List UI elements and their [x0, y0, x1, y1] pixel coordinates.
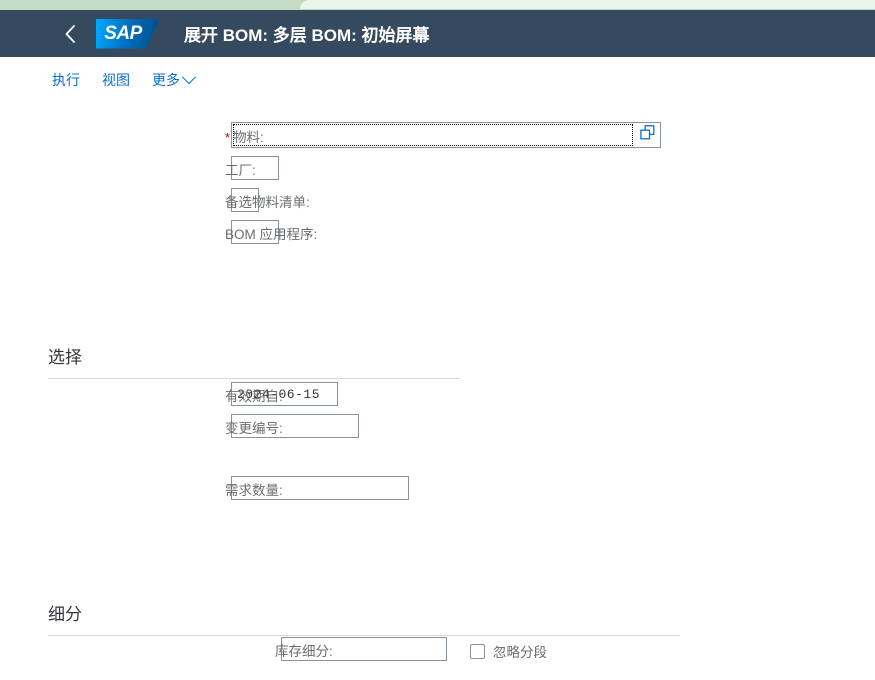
- valid-from-input[interactable]: [231, 382, 338, 406]
- alternative-bom-input[interactable]: [231, 188, 259, 212]
- field-row-stock-breakdown: 库存细分:: [275, 636, 447, 662]
- shell-header: SAP 展开 BOM: 多层 BOM: 初始屏幕: [0, 10, 875, 57]
- more-button-label: 更多: [152, 72, 180, 88]
- change-number-input[interactable]: [231, 414, 359, 438]
- field-label-stock-breakdown: 库存细分:: [275, 640, 333, 660]
- browser-active-tab[interactable]: [300, 0, 875, 9]
- field-label-alternative-bom: 备选物料清单:: [225, 195, 310, 210]
- browser-tab-strip: [0, 0, 875, 10]
- material-input[interactable]: [232, 123, 634, 147]
- field-row-change-number: 变更编号:: [225, 413, 359, 439]
- form-area: *物料: 工厂: 备选物料清单: BOM 应用程序:: [0, 103, 875, 680]
- field-label-valid-from: 有效期自:: [225, 385, 283, 405]
- view-button-label: 视图: [102, 72, 130, 88]
- field-row-bom-application: BOM 应用程序:: [225, 219, 317, 245]
- chevron-left-icon: [64, 24, 77, 44]
- breakdown-group-divider: [48, 635, 680, 636]
- selection-group-divider: [48, 378, 460, 379]
- required-asterisk: *: [225, 130, 231, 145]
- field-row-required-quantity: 需求数量:: [225, 475, 409, 501]
- field-label-required-quantity: 需求数量:: [225, 479, 283, 499]
- field-row-material: *物料:: [225, 122, 661, 148]
- field-row-alternative-bom: 备选物料清单:: [225, 187, 310, 213]
- ignore-segmentation-checkbox[interactable]: [470, 643, 485, 659]
- field-row-valid-from: 有效期自:: [225, 381, 338, 407]
- selection-group: 选择: [48, 343, 460, 379]
- field-label-bom-application: BOM 应用程序:: [225, 227, 318, 242]
- field-label-material-text: 物料:: [233, 130, 264, 145]
- plant-input[interactable]: [231, 156, 279, 180]
- execute-button[interactable]: 执行: [52, 70, 80, 90]
- bom-application-input[interactable]: [231, 220, 279, 244]
- ignore-segmentation-row[interactable]: 忽略分段: [470, 641, 547, 661]
- required-quantity-input[interactable]: [231, 476, 409, 500]
- ignore-segmentation-label[interactable]: 忽略分段: [493, 645, 547, 660]
- value-help-icon: [639, 125, 655, 145]
- breakdown-group-title: 细分: [48, 605, 82, 624]
- chevron-down-icon: [181, 70, 197, 85]
- execute-button-label: 执行: [52, 72, 80, 88]
- material-value-help-button[interactable]: [634, 123, 660, 147]
- sap-logo-text: SAP: [104, 22, 142, 44]
- sap-logo: SAP: [96, 18, 160, 49]
- stock-breakdown-input[interactable]: [281, 637, 447, 661]
- field-label-change-number: 变更编号:: [225, 417, 283, 437]
- back-button[interactable]: [52, 16, 88, 52]
- field-label-material: *物料:: [225, 126, 264, 146]
- more-button[interactable]: 更多: [152, 70, 197, 90]
- breakdown-group: 细分: [48, 600, 680, 636]
- field-row-plant: 工厂:: [225, 155, 279, 181]
- view-button[interactable]: 视图: [102, 70, 130, 90]
- field-label-plant: 工厂:: [225, 159, 256, 179]
- page-title: 展开 BOM: 多层 BOM: 初始屏幕: [184, 26, 430, 45]
- selection-group-title: 选择: [48, 348, 82, 367]
- action-toolbar: 执行 视图 更多: [0, 57, 875, 103]
- material-input-wrapper[interactable]: [231, 122, 661, 148]
